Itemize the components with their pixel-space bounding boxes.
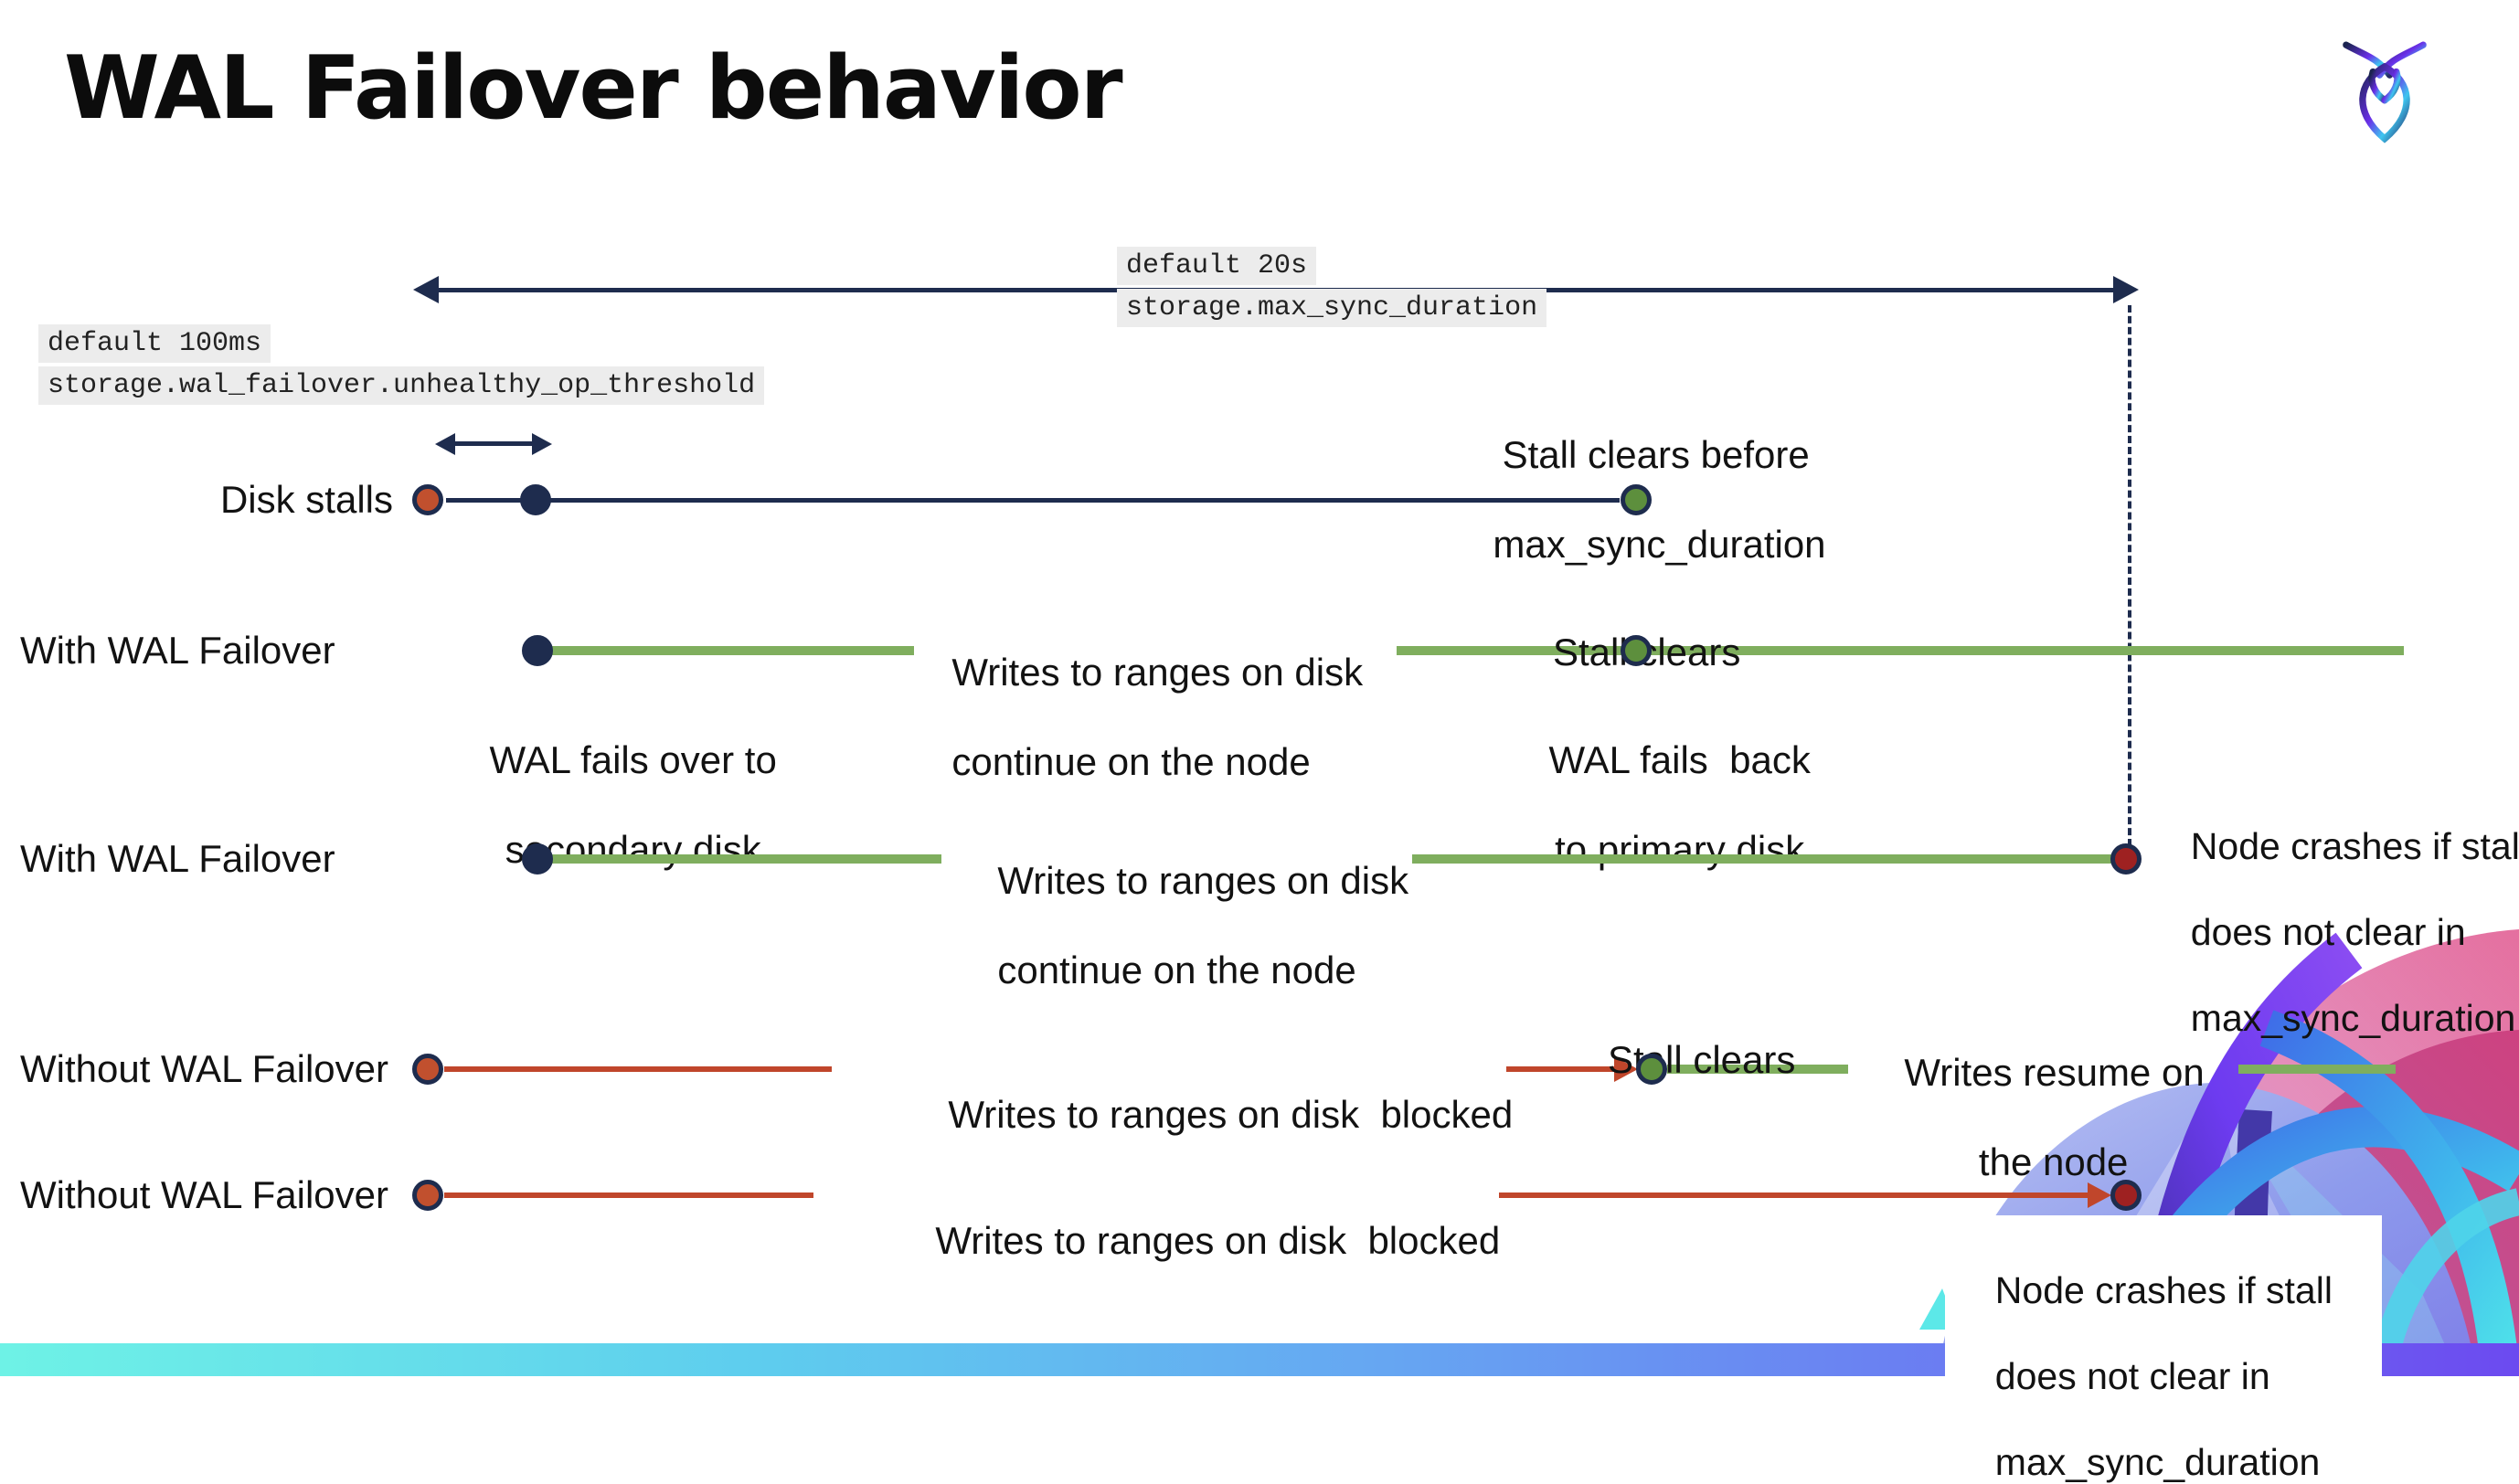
stall-clears-before-label: Stall clears before max_sync_duration	[1493, 433, 1826, 566]
wal-fails-over-label: WAL fails over to secondary disk	[489, 738, 777, 871]
writes-continue-line-b	[1397, 646, 2404, 655]
writes-continue-line-a	[552, 646, 914, 655]
stall-start-dot-row4	[412, 1054, 443, 1085]
writes-continue-line-c	[552, 854, 941, 864]
stall-clears-dot-row4	[1636, 1054, 1667, 1085]
threshold-arrow-left-icon	[435, 433, 455, 455]
failover-dot-row3	[522, 843, 553, 874]
writes-blocked-line-c	[444, 1192, 813, 1198]
row-label-with-wal-failover-1: With WAL Failover	[20, 629, 335, 672]
cockroachdb-logo-icon	[2343, 41, 2427, 143]
row-label-with-wal-failover-2: With WAL Failover	[20, 837, 335, 880]
node-crashes-label-row3: Node crashes if stall does not clear in …	[2190, 825, 2519, 1039]
stall-clears-label-row2: Stall clears	[1552, 631, 1741, 673]
max-sync-setting-name: storage.max_sync_duration	[1117, 289, 1547, 327]
failover-dot-row2	[522, 635, 553, 666]
page-title: WAL Failover behavior	[64, 38, 1123, 139]
writes-continue-line-d	[1412, 854, 2113, 864]
stall-start-dot-row5	[412, 1180, 443, 1211]
stall-clears-dot-row2	[1621, 635, 1652, 666]
stall-clear-dot	[1621, 484, 1652, 515]
node-crashes-callout-box	[1945, 1215, 2382, 1376]
writes-blocked-label-row4: Writes to ranges on disk blocked	[948, 1093, 1514, 1136]
writes-blocked-line-d	[1499, 1192, 2091, 1198]
arrow-right-icon	[2113, 276, 2139, 303]
failover-point-dot	[520, 484, 551, 515]
slide-wal-failover: { "slide": { "title": "WAL Failover beha…	[0, 38, 2519, 1483]
writes-continue-label-row2: Writes to ranges on disk continue on the…	[951, 651, 1364, 783]
threshold-setting-name: storage.wal_failover.unhealthy_op_thresh…	[38, 366, 765, 405]
max-sync-deadline-dashed-line	[2128, 305, 2131, 846]
writes-continue-label-row3: Writes to ranges on disk continue on the…	[997, 859, 1409, 991]
max-sync-duration-label: default 20s storage.max_sync_duration	[1117, 247, 1547, 327]
row-label-disk-stalls: Disk stalls	[219, 478, 393, 521]
node-crashes-label-row5: Node crashes if stall does not clear in …	[1994, 1269, 2333, 1483]
threshold-arrow-line	[453, 441, 532, 446]
writes-resume-line-b	[2238, 1065, 2396, 1074]
node-crash-dot-row5	[2110, 1180, 2142, 1211]
red-arrowhead-row5-icon	[2088, 1182, 2111, 1208]
wal-fails-back-label: WAL fails back to primary disk	[1548, 738, 1811, 871]
row-label-without-wal-failover-2: Without WAL Failover	[20, 1173, 388, 1216]
writes-blocked-line-a	[444, 1066, 832, 1072]
red-arrowhead-row4-icon	[1614, 1056, 1638, 1082]
threshold-default-label: default 100ms	[38, 324, 271, 363]
unhealthy-op-threshold-label: default 100ms storage.wal_failover.unhea…	[38, 324, 765, 405]
threshold-arrow-right-icon	[532, 433, 552, 455]
row-label-without-wal-failover-1: Without WAL Failover	[20, 1047, 388, 1090]
stall-clears-label-row4: Stall clears	[1607, 1038, 1796, 1081]
node-crash-dot-row3	[2110, 843, 2142, 874]
writes-blocked-label-row5: Writes to ranges on disk blocked	[935, 1219, 1501, 1262]
arrow-left-icon	[413, 276, 439, 303]
disk-stall-timeline	[446, 498, 1620, 503]
max-sync-default-label: default 20s	[1117, 247, 1317, 285]
writes-blocked-line-b	[1506, 1066, 1618, 1072]
writes-resume-line-a	[1667, 1065, 1848, 1074]
stall-start-dot	[412, 484, 443, 515]
writes-resume-label: Writes resume on the node	[1904, 1051, 2205, 1183]
